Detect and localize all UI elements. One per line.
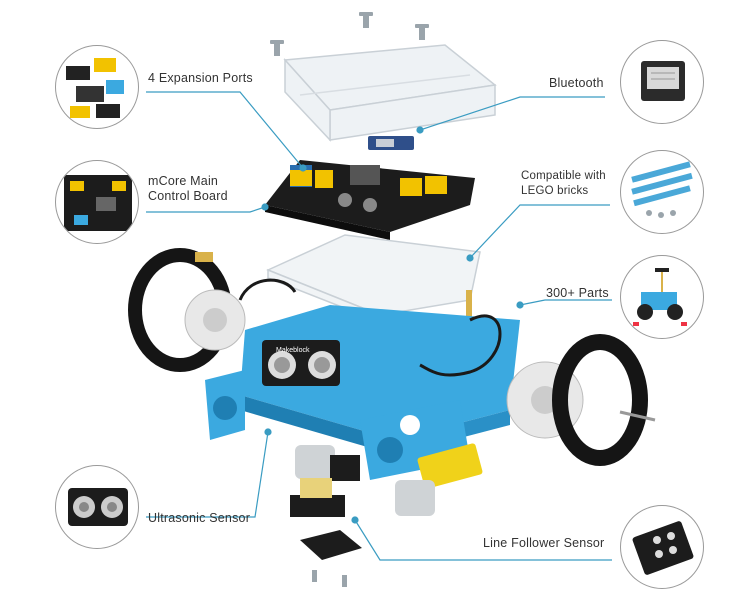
- label-ultrasonic: Ultrasonic Sensor: [148, 511, 251, 525]
- mcore-board: [265, 160, 475, 240]
- label-lego-line2: LEGO bricks: [521, 185, 589, 197]
- ultrasonic-sensor-icon: [68, 488, 128, 526]
- robot-parts-icon: [633, 268, 687, 326]
- label-mcore: mCore Main Control Board: [148, 174, 228, 204]
- lego-bricks-icon: [631, 161, 693, 218]
- left-wheel: [128, 248, 246, 372]
- yellow-motors: [295, 443, 483, 516]
- label-lego-line1: Compatible with: [521, 170, 606, 182]
- bluetooth-icon: [641, 61, 685, 101]
- ultrasonic-sensor-mounted: Makeblock: [262, 340, 340, 386]
- leader-lines: [146, 91, 612, 561]
- robot-parts-photo: [620, 255, 704, 339]
- label-mcore-line2: Control Board: [148, 189, 228, 203]
- top-cover: [283, 44, 497, 142]
- bluetooth-module-photo: [620, 40, 704, 124]
- line-follower-sensor-photo: [620, 505, 704, 589]
- label-line-follower: Line Follower Sensor: [483, 536, 605, 550]
- label-bluetooth: Bluetooth: [549, 76, 604, 90]
- lego-bricks-photo: [620, 150, 704, 234]
- label-lego: Compatible with LEGO bricks: [521, 169, 606, 199]
- mcore-board-photo: [55, 160, 139, 244]
- bluetooth-module: [368, 136, 414, 150]
- expansion-ports-photo: [55, 45, 139, 129]
- svg-text:Makeblock: Makeblock: [276, 347, 310, 354]
- label-mcore-line1: mCore Main: [148, 174, 219, 188]
- line-follower-icon: [632, 521, 694, 575]
- ultrasonic-sensor-photo: [55, 465, 139, 549]
- mcore-board-icon: [64, 175, 132, 231]
- right-wheel: [506, 334, 656, 466]
- expansion-ports-icon: [66, 58, 124, 118]
- line-follower-parts: [290, 478, 362, 587]
- label-parts: 300+ Parts: [546, 286, 609, 300]
- label-expansion-ports: 4 Expansion Ports: [148, 71, 253, 85]
